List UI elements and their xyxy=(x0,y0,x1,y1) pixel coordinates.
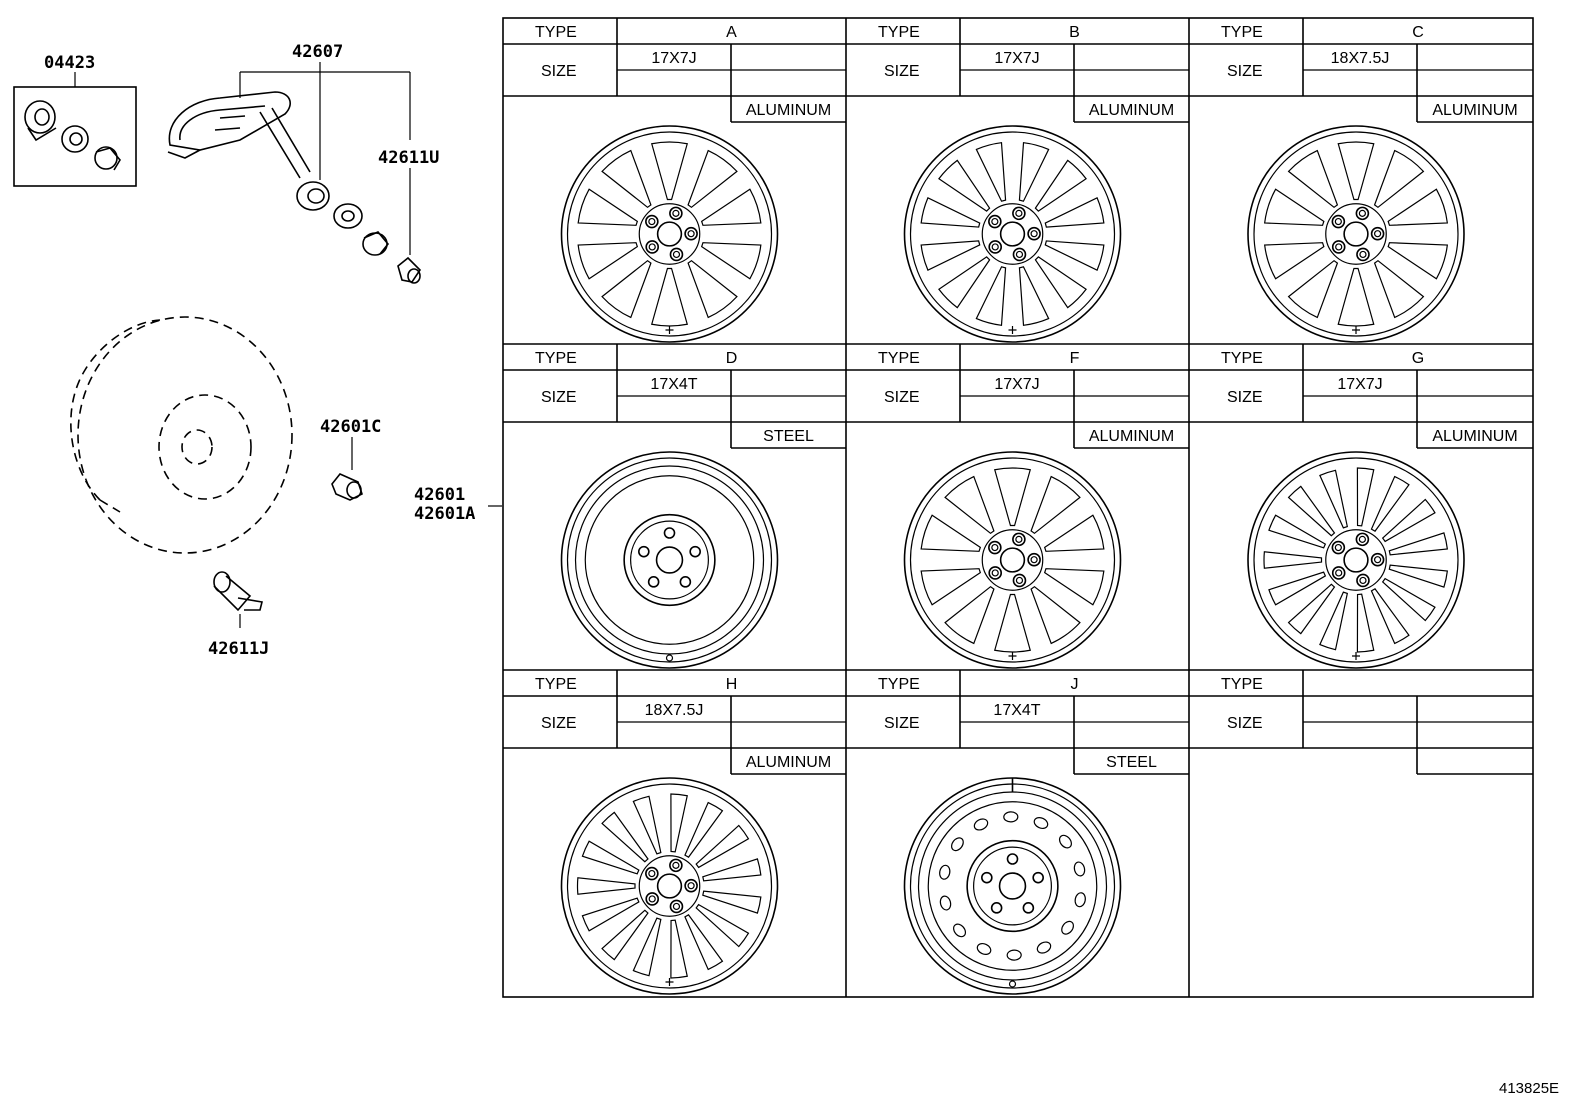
material-value: ALUMINUM xyxy=(1432,102,1517,119)
valve-cap xyxy=(397,256,422,284)
material-value: STEEL xyxy=(763,428,814,445)
tire-outline xyxy=(70,316,293,554)
size-label: SIZE xyxy=(1227,63,1263,80)
label-42601c: 42601C xyxy=(320,417,381,437)
wheel-cell-c: TYPE SIZE C 18X7.5J ALUMINUM xyxy=(1189,18,1533,343)
type-value: B xyxy=(1069,24,1080,41)
wheel-cell-f: TYPE SIZE F 17X7J ALUMINUM xyxy=(846,344,1189,669)
type-label: TYPE xyxy=(535,676,577,693)
type-label: TYPE xyxy=(878,24,920,41)
size-label: SIZE xyxy=(884,389,920,406)
valve-stem xyxy=(213,571,263,612)
type-label: TYPE xyxy=(535,350,577,367)
wheel-table xyxy=(502,17,1534,998)
type-value: H xyxy=(726,676,738,693)
size-label: SIZE xyxy=(884,63,920,80)
type-value: G xyxy=(1412,350,1424,367)
size-value: 17X7J xyxy=(994,50,1039,67)
type-label: TYPE xyxy=(878,676,920,693)
type-label: TYPE xyxy=(1221,350,1263,367)
wheel-drawing-steel-spare xyxy=(560,451,779,669)
wheel-drawing-multi-spoke-15 xyxy=(1247,451,1465,669)
tpms-sensor xyxy=(167,91,311,179)
type-label: TYPE xyxy=(1221,24,1263,41)
size-value: 17X7J xyxy=(994,376,1039,393)
size-label: SIZE xyxy=(541,389,577,406)
type-label: TYPE xyxy=(1221,676,1263,693)
footer-code: 413825E xyxy=(1499,1080,1559,1097)
size-value: 17X7J xyxy=(1337,376,1382,393)
material-value: ALUMINUM xyxy=(746,102,831,119)
size-label: SIZE xyxy=(1227,389,1263,406)
size-label: SIZE xyxy=(541,715,577,732)
wheel-drawing-multi-spoke-10 xyxy=(903,125,1122,343)
size-value: 17X4T xyxy=(650,376,697,393)
wheel-drawing-twin-spoke-5 xyxy=(560,125,779,343)
type-label: TYPE xyxy=(535,24,577,41)
material-value: ALUMINUM xyxy=(1089,428,1174,445)
grommet-kit-parts xyxy=(24,100,121,171)
size-label: SIZE xyxy=(541,63,577,80)
type-value: A xyxy=(726,24,737,41)
label-42601a: 42601A xyxy=(414,504,475,524)
material-value: ALUMINUM xyxy=(1432,428,1517,445)
wheel-cell-a: TYPE SIZE A 17X7J ALUMINUM xyxy=(503,18,846,343)
size-value: 17X7J xyxy=(651,50,696,67)
wheel-cell-blank: TYPE SIZE xyxy=(1189,670,1533,775)
label-42601: 42601 xyxy=(414,485,465,505)
wheel-cell-b: TYPE SIZE B 17X7J ALUMINUM xyxy=(846,18,1189,343)
size-label: SIZE xyxy=(884,715,920,732)
hub-nut xyxy=(331,473,363,501)
type-value: F xyxy=(1070,350,1080,367)
label-42611u: 42611U xyxy=(378,148,439,168)
material-value: ALUMINUM xyxy=(746,754,831,771)
wheel-cell-g: TYPE SIZE G 17X7J ALUMINUM xyxy=(1189,344,1533,669)
wheel-drawing-steel-vented xyxy=(903,777,1122,995)
wheel-cells: TYPE SIZE A 17X7J ALUMINUM TYPE SIZE B 17X7J ALUM… xyxy=(503,18,1533,995)
label-42611j: 42611J xyxy=(208,639,269,659)
wheel-drawing-twin-spoke-5 xyxy=(903,451,1122,669)
label-42607: 42607 xyxy=(292,42,343,62)
type-value: D xyxy=(726,350,738,367)
size-value: 18X7.5J xyxy=(1331,50,1390,67)
wheel-cell-d: TYPE SIZE D 17X4T STEEL xyxy=(503,344,846,669)
type-value: C xyxy=(1412,24,1424,41)
wheel-cell-j: TYPE SIZE J 17X4T STEEL xyxy=(846,670,1189,995)
size-value: 17X4T xyxy=(993,702,1040,719)
material-value: ALUMINUM xyxy=(1089,102,1174,119)
size-value: 18X7.5J xyxy=(645,702,704,719)
size-label: SIZE xyxy=(1227,715,1263,732)
sensor-nut-grommet xyxy=(296,181,390,256)
wheel-drawing-split-spoke-5 xyxy=(1247,125,1465,343)
kit-box-04423 xyxy=(13,86,137,187)
wheel-drawing-multi-spoke-15 xyxy=(560,777,779,995)
material-value: STEEL xyxy=(1106,754,1157,771)
type-label: TYPE xyxy=(878,350,920,367)
label-04423: 04423 xyxy=(44,53,95,73)
wheel-cell-h: TYPE SIZE H 18X7.5J ALUMINUM xyxy=(503,670,846,995)
type-value: J xyxy=(1071,676,1079,693)
